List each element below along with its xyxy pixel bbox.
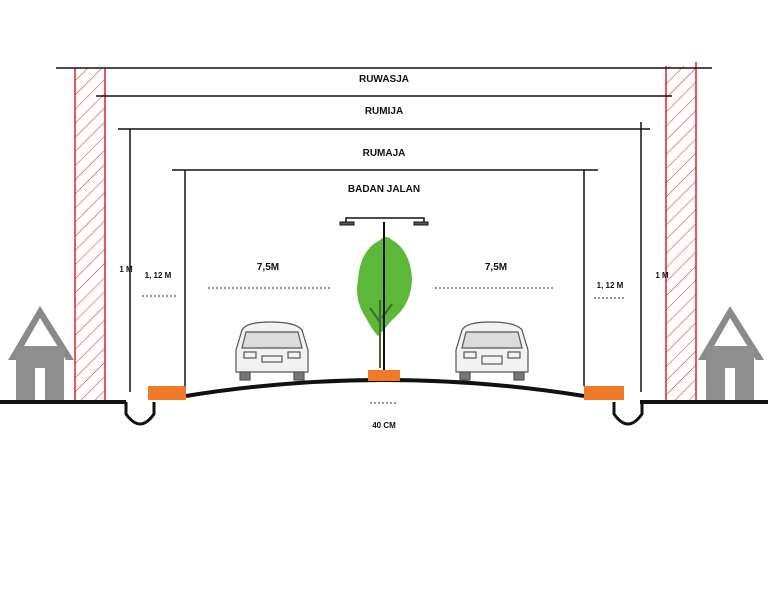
label-edge-left: 1 M	[119, 265, 133, 274]
label-lane-left: 7,5M	[257, 262, 279, 273]
hatch-zone-left	[74, 68, 106, 400]
label-rumaja: RUMAJA	[363, 148, 406, 159]
curb-right	[584, 386, 624, 400]
label-rumija: RUMIJA	[365, 106, 403, 117]
label-sidewalk-right: 1, 12 M	[597, 281, 624, 290]
car-front-icon	[235, 321, 309, 381]
label-badan-jalan: BADAN JALAN	[348, 184, 420, 195]
label-edge-right: 1 M	[655, 271, 669, 280]
house-icon	[698, 306, 764, 400]
hatch-zone-right	[665, 62, 697, 400]
dotted-marks	[142, 287, 626, 404]
dimension-lines	[56, 67, 712, 392]
label-sidewalk-left: 1, 12 M	[145, 271, 172, 280]
car-front-icon	[455, 321, 529, 381]
ground	[0, 378, 768, 426]
label-crown: 40 CM	[372, 421, 396, 430]
curb-left	[148, 386, 186, 400]
street-lamp-icon	[339, 217, 429, 370]
label-lane-right: 7,5M	[485, 262, 507, 273]
median-planter	[368, 370, 400, 381]
house-icon	[8, 306, 74, 400]
label-ruwasja: RUWASJA	[359, 74, 409, 85]
